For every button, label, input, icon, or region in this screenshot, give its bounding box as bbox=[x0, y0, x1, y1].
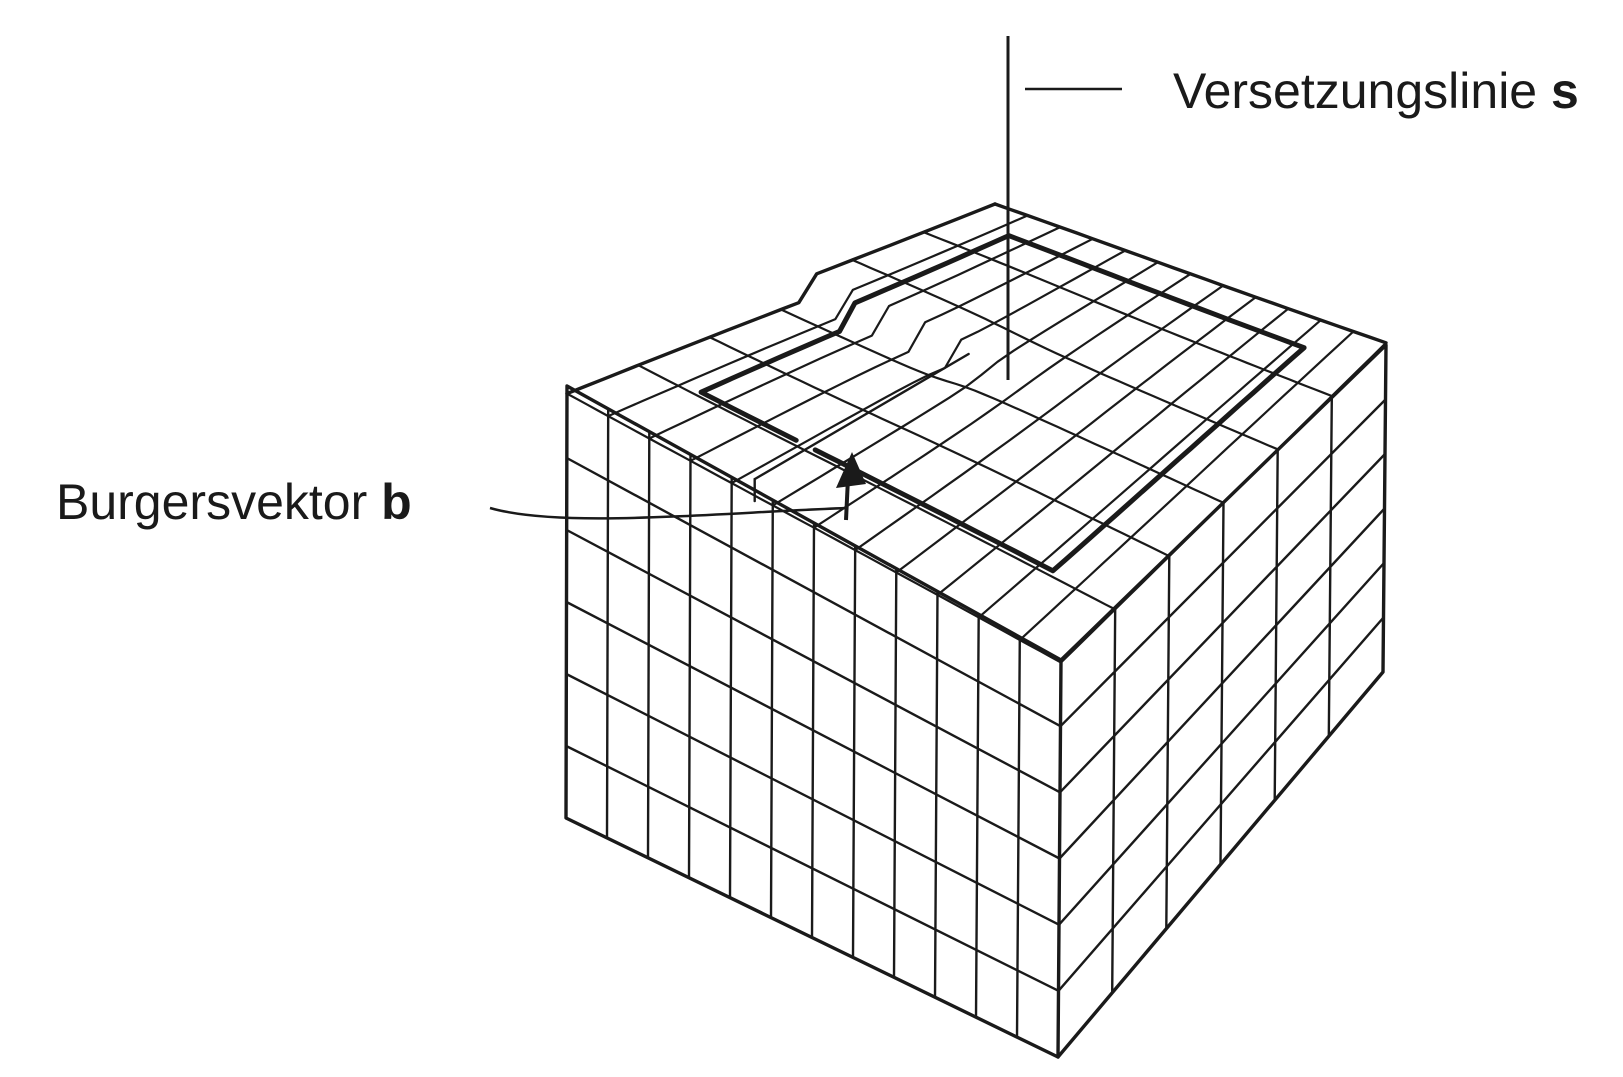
right-face-grid bbox=[1057, 396, 1387, 994]
right-grid-line bbox=[1059, 398, 1387, 728]
top-grid-line bbox=[689, 237, 1094, 462]
top-grid-line bbox=[637, 364, 1117, 611]
burgers-vector-leader bbox=[489, 506, 847, 520]
burgers-vector-text: Burgersvektor bbox=[56, 474, 368, 530]
cube-outline bbox=[564, 202, 1388, 1059]
front-grid-line bbox=[565, 600, 1061, 860]
crystal-lattice-cube bbox=[564, 202, 1388, 1059]
front-grid-line bbox=[565, 456, 1062, 728]
burgers-vector-arrowhead bbox=[836, 452, 866, 488]
right-outline bbox=[1056, 343, 1388, 1059]
dislocation-line-text: Versetzungslinie bbox=[1173, 63, 1538, 119]
top-grid-line bbox=[708, 336, 1171, 558]
burgers-circuit bbox=[698, 233, 1307, 574]
top-left-edge bbox=[565, 202, 997, 396]
burgers-vector-label: Burgersvektor b bbox=[56, 477, 412, 527]
right-grid-line bbox=[1057, 561, 1386, 926]
top-grid-line bbox=[771, 261, 1160, 507]
top-grid-line bbox=[922, 231, 1333, 398]
dislocation-line-label: Versetzungslinie s bbox=[1173, 66, 1579, 116]
right-grid-line bbox=[1057, 616, 1385, 992]
burgers-circuit-path bbox=[698, 233, 1307, 574]
top-grid-line bbox=[565, 392, 1063, 664]
burgers-vector-symbol: b bbox=[381, 474, 412, 530]
right-grid-line bbox=[1058, 507, 1386, 860]
top-grid-line bbox=[730, 249, 1127, 485]
front-grid-line bbox=[565, 672, 1061, 926]
right-grid-line bbox=[1058, 452, 1387, 794]
top-grid-line bbox=[851, 258, 1279, 451]
front-grid-line bbox=[565, 528, 1062, 794]
dislocation-line-symbol: s bbox=[1551, 63, 1579, 119]
top-grid-line bbox=[565, 202, 997, 395]
step-edge bbox=[753, 352, 970, 481]
top-back-edge bbox=[993, 202, 1388, 345]
front-face-grid bbox=[565, 407, 1062, 1039]
top-grid-line bbox=[812, 272, 1192, 529]
top-grid-line bbox=[779, 308, 1225, 504]
front-grid-line bbox=[565, 744, 1060, 992]
